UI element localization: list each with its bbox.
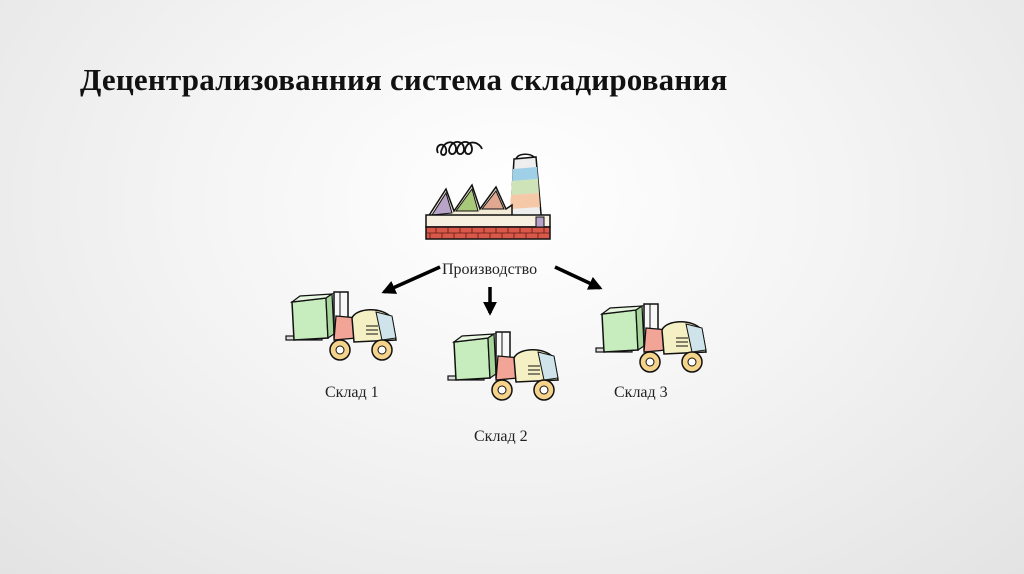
factory-icon bbox=[425, 141, 551, 240]
forklift-icon bbox=[447, 331, 559, 401]
forklift-icon bbox=[285, 291, 397, 361]
arrow-to-warehouse-3 bbox=[554, 265, 603, 290]
arrow-to-warehouse-1 bbox=[381, 265, 441, 294]
warehouse-2-label: Склад 2 bbox=[474, 428, 528, 445]
source-label: Производство bbox=[442, 261, 538, 278]
warehouse-3-label: Склад 3 bbox=[614, 384, 668, 401]
slide-title: Децентрализованния система складирования bbox=[80, 62, 728, 97]
warehouse-1-label: Склад 1 bbox=[325, 384, 379, 401]
forklift-icon bbox=[595, 303, 707, 373]
